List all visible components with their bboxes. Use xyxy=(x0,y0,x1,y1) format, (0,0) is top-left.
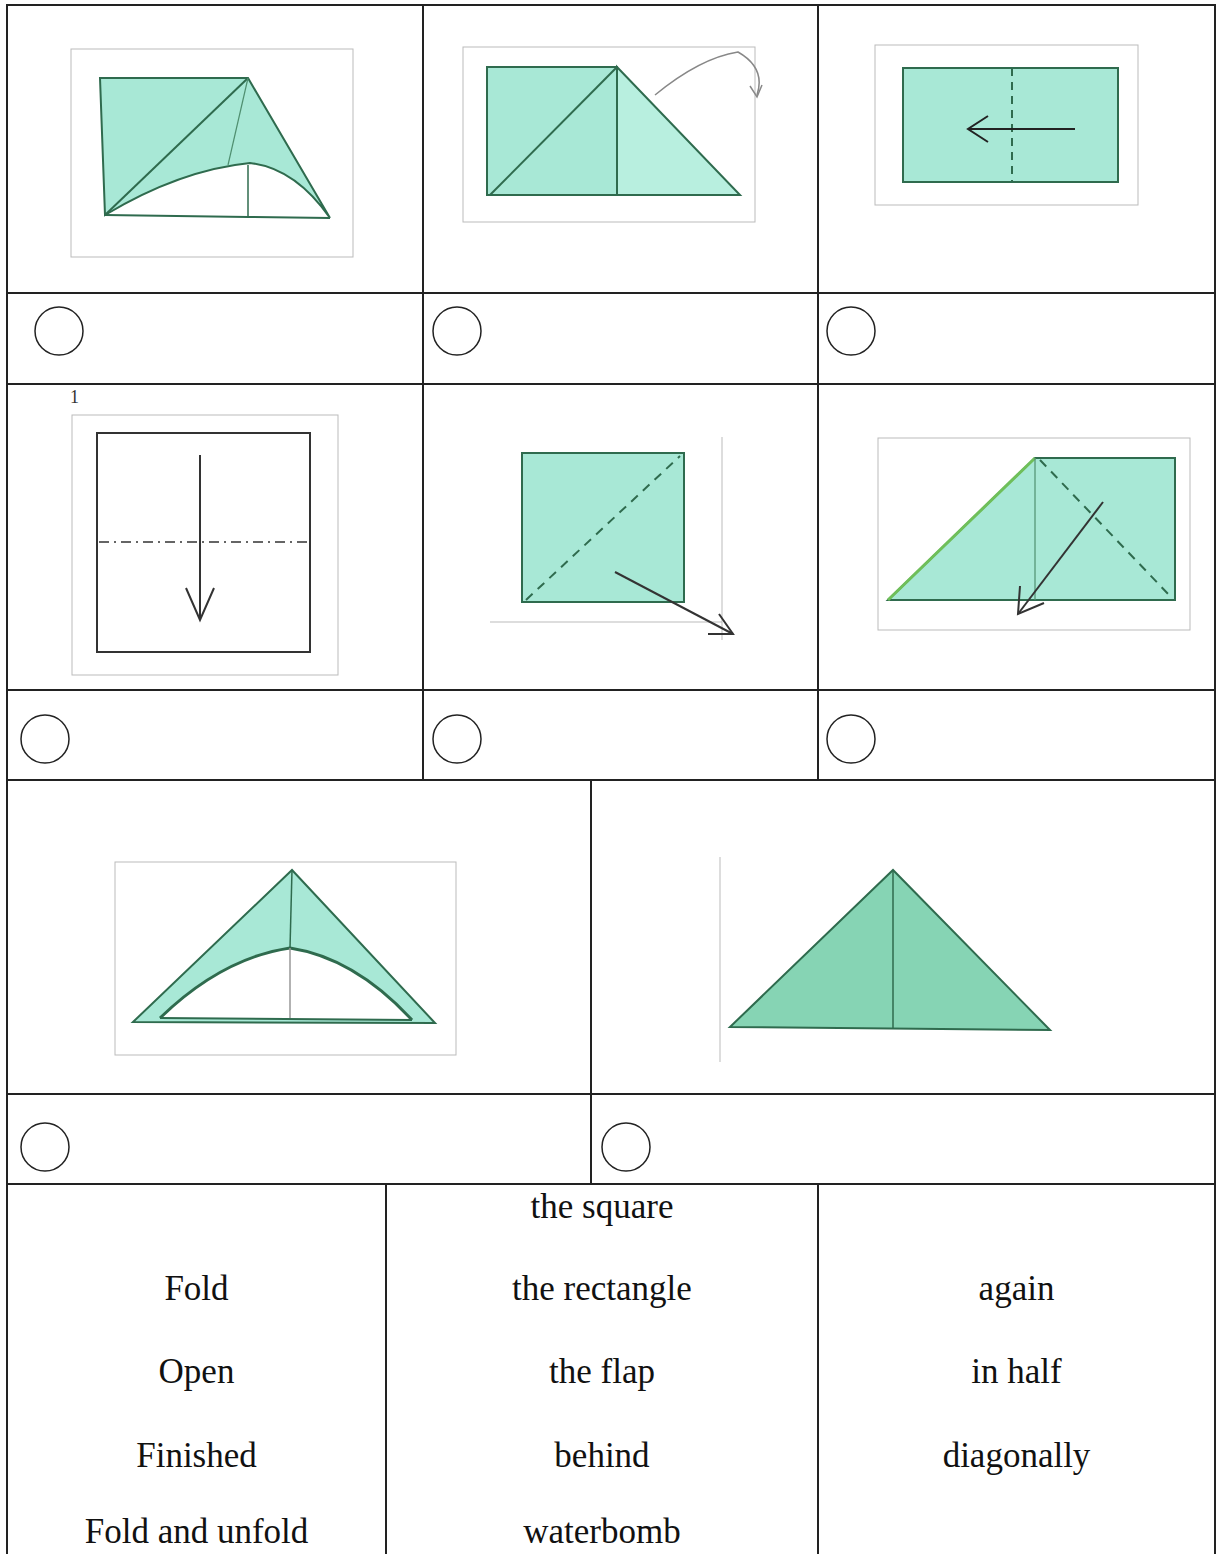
table-border xyxy=(7,5,1215,1554)
word-bank-phrase: Open xyxy=(7,1353,386,1392)
table-grid xyxy=(7,5,1215,1554)
step-number: 1 xyxy=(70,388,79,406)
fold-step-8 xyxy=(720,857,1050,1062)
word-bank-phrase: diagonally xyxy=(818,1437,1215,1476)
fold-step-6 xyxy=(878,438,1190,630)
fold-step-4 xyxy=(72,415,338,675)
word-bank-phrase: Fold and unfold xyxy=(7,1513,386,1552)
word-bank-phrase: the square xyxy=(386,1188,818,1227)
word-bank-phrase: in half xyxy=(818,1353,1215,1392)
word-bank-phrase: the flap xyxy=(386,1353,818,1392)
word-bank-phrase: waterbomb xyxy=(386,1513,818,1552)
answer-circles xyxy=(21,307,875,1171)
fold-step-7 xyxy=(115,862,456,1055)
word-bank-phrase: again xyxy=(818,1270,1215,1309)
word-bank-phrase: the rectangle xyxy=(386,1270,818,1309)
word-bank-phrase: Finished xyxy=(7,1437,386,1476)
fold-step-2 xyxy=(463,47,762,222)
word-bank-cell: the square the rectangle the flap behind wat… xyxy=(386,1184,818,1554)
word-bank-cell: again in half diagonally xyxy=(818,1184,1215,1554)
word-bank-phrase: Fold xyxy=(7,1270,386,1309)
fold-step-1 xyxy=(71,49,353,257)
word-bank-phrase: behind xyxy=(386,1437,818,1476)
word-bank-cell: FoldOpenFinishedFold and unfold xyxy=(7,1184,386,1554)
fold-step-3 xyxy=(875,45,1138,205)
fold-step-5 xyxy=(490,437,733,640)
